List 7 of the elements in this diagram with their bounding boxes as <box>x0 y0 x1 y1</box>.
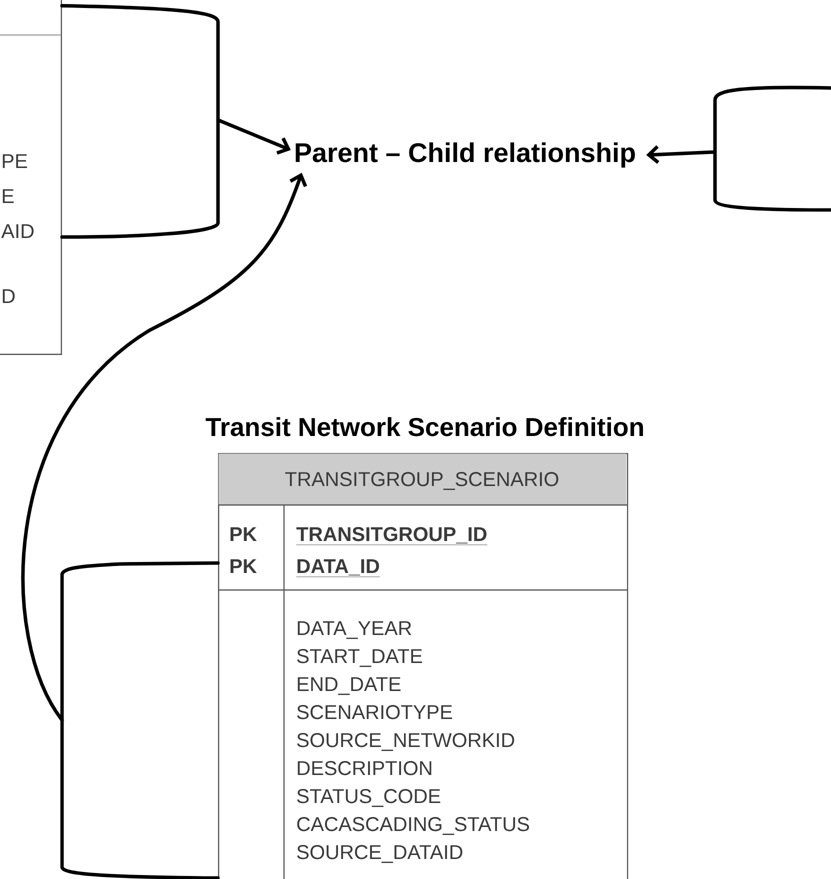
bracket-arrow <box>646 86 831 212</box>
relationship-label: Parent – Child relationship <box>296 142 635 168</box>
bracket-arrow <box>21 172 308 722</box>
node-label: Transit Network Scenario Definition <box>206 417 643 436</box>
table: PE E AID D <box>0 0 62 356</box>
bracket-arrow <box>60 4 291 239</box>
table: Transit Network Scenario Definition TRANSITGROUP_SCENARIO PK PK TRANSITGROUP_ID DATA_ID DATA_YEAR START_DATE END_DATE SCENARIOTYPE SOURCE_NETWORKID DESCRIPTION STATUS_CODE CACASCADING_STATUS SOURCE_DATAID <box>60 417 643 879</box>
